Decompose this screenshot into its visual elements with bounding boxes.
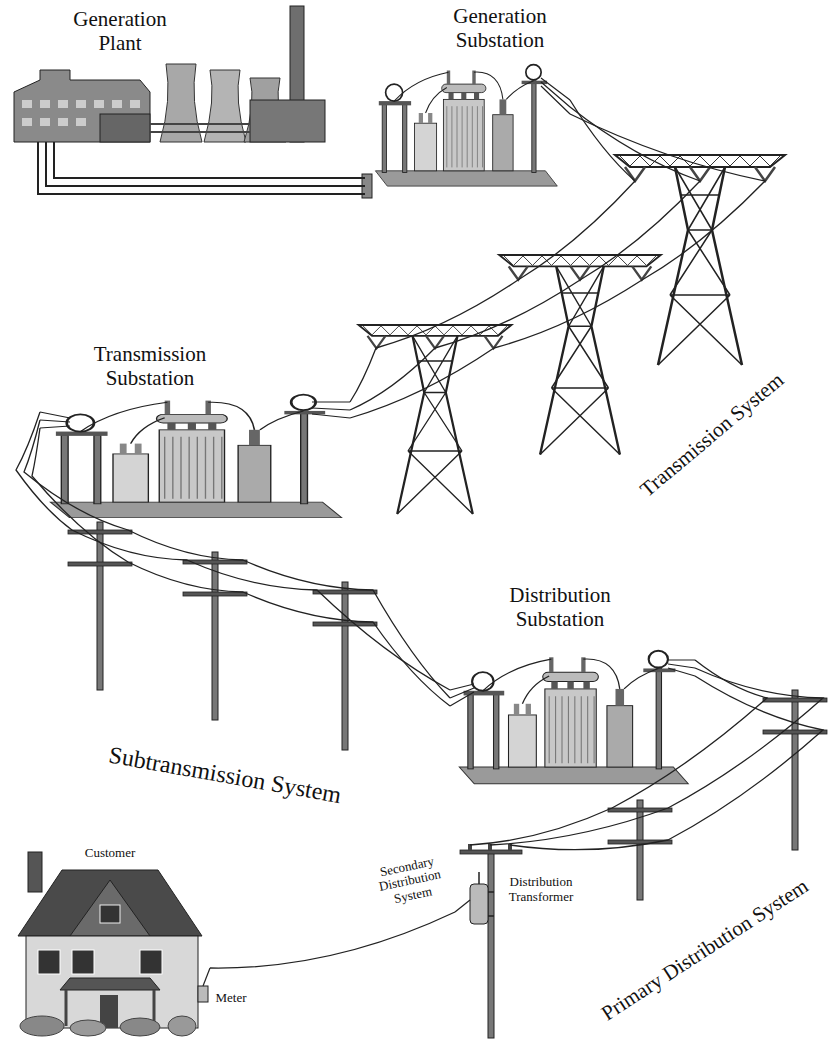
system-label: Primary Distribution System [597,875,812,1026]
wire [46,155,365,186]
generation-substation [362,65,570,198]
facility-label: Generation Substation [435,5,565,52]
facility-node: Customer [10,846,210,1038]
generation-plant [14,6,325,155]
system-label: Transmission System [636,368,788,501]
label-holder: Secondary Distribution System [371,853,448,910]
wire [210,912,455,968]
facility-label: Distribution Transformer [505,875,577,904]
facility-node: Generation Substation [365,3,570,213]
wire [32,428,450,706]
distribution-substation [450,651,695,784]
power-line [16,412,450,706]
facility-node: Distribution Transformer [455,845,581,1040]
utility-pole [313,582,377,750]
label-holder: Subtransmission System [107,742,343,809]
wire [38,155,365,194]
wire [490,668,823,845]
transmission-tower [499,255,661,455]
system-label: Meter [215,991,246,1005]
facility-node: Distribution Substation [450,582,695,787]
power-line [210,912,455,968]
transmission-tower [359,325,512,514]
facility-label: Transmission Substation [80,343,220,390]
utility-pole [183,552,247,720]
wire [350,107,700,410]
customer-house [18,852,210,1036]
system-label: Secondary Distribution System [371,853,448,910]
power-line [38,155,365,194]
wire [510,676,823,850]
utility-pole [608,800,672,900]
power-line [350,100,765,418]
wire [54,155,365,178]
utility-pole [68,522,132,690]
wire [16,412,450,690]
wire [350,100,635,402]
wire [470,660,767,845]
facility-label: Generation Plant [55,8,185,55]
power-line [470,660,823,850]
transformer-pole [455,844,522,1038]
label-holder: Transmission System [636,368,788,501]
transmission-substation [40,395,350,518]
facility-label: Distribution Substation [490,584,630,631]
facility-label: Customer [65,846,155,861]
facility-node: Transmission Substation [40,340,350,520]
label-holder: Meter [215,991,246,1005]
wire [24,420,450,698]
label-holder: Primary Distribution System [597,875,812,1026]
system-label: Subtransmission System [107,742,343,809]
wire [350,114,765,418]
utility-pole [763,690,827,850]
facility-node: Generation Plant [10,5,340,155]
